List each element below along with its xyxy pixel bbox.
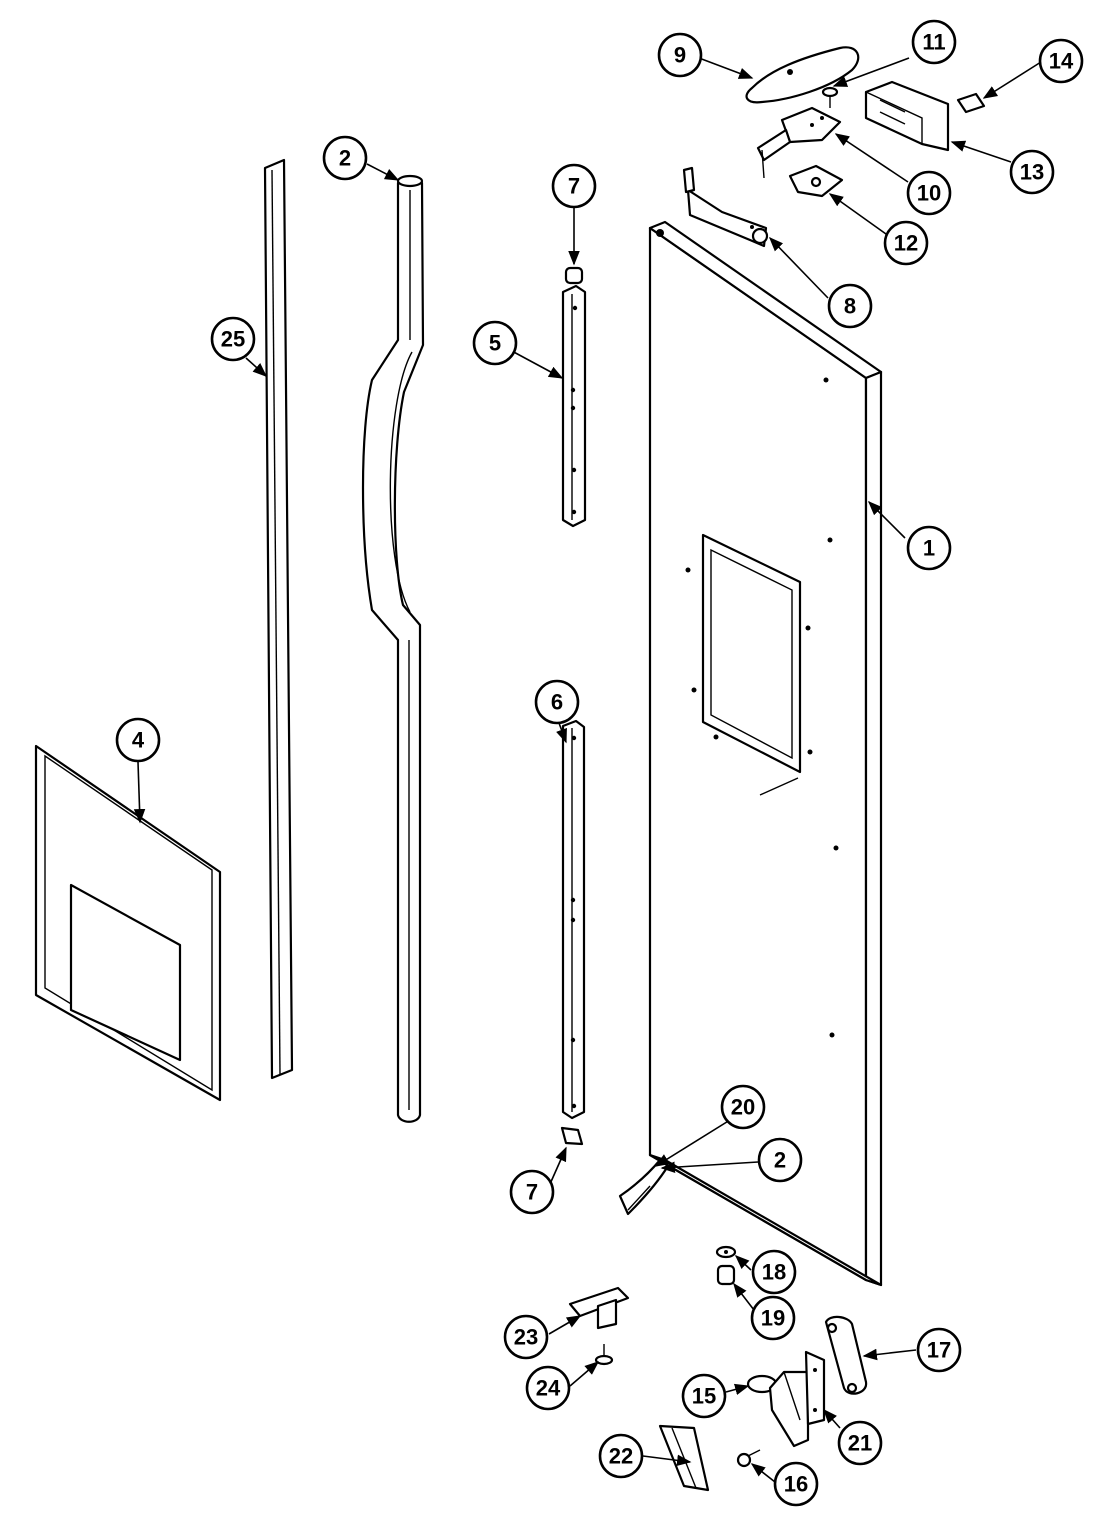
- hinge-block-part: [864, 80, 950, 152]
- upper-trim-channel-part: [561, 284, 587, 528]
- callout-7-top: 7: [551, 163, 597, 209]
- callout-9: 9: [657, 32, 703, 78]
- callout-12: 12: [883, 220, 929, 266]
- svg-text:17: 17: [927, 1338, 951, 1363]
- svg-text:20: 20: [731, 1095, 755, 1120]
- svg-text:18: 18: [762, 1260, 786, 1285]
- bracket-part: [568, 1286, 630, 1330]
- callout-7-bottom: 7: [509, 1169, 555, 1215]
- callout-11: 11: [911, 19, 957, 65]
- wire-harness-part: [618, 1158, 670, 1216]
- trim-strip-part: [263, 158, 294, 1080]
- callout-25: 25: [210, 316, 256, 362]
- callout-2-bottom: 2: [757, 1137, 803, 1183]
- callout-13: 13: [1009, 149, 1055, 195]
- dispenser-panel-part: [34, 744, 222, 1102]
- svg-text:1: 1: [923, 536, 935, 561]
- callout-22: 22: [598, 1433, 644, 1479]
- svg-text:11: 11: [922, 30, 945, 55]
- callout-18: 18: [751, 1249, 797, 1295]
- callout-15: 15: [681, 1373, 727, 1419]
- end-cap-top-part: [564, 266, 584, 285]
- bracket-screw-part: [594, 1344, 614, 1366]
- top-hinge-part: [682, 166, 769, 248]
- callout-21: 21: [837, 1420, 883, 1466]
- callout-17: 17: [916, 1327, 962, 1373]
- hinge-pin-part: [736, 1449, 761, 1468]
- svg-text:13: 13: [1020, 160, 1044, 185]
- callout-2-top: 2: [322, 135, 368, 181]
- end-cap-bottom-part: [560, 1126, 584, 1146]
- callout-24: 24: [525, 1365, 571, 1411]
- svg-text:22: 22: [609, 1444, 633, 1469]
- svg-text:16: 16: [784, 1472, 808, 1497]
- svg-text:19: 19: [761, 1306, 785, 1331]
- callout-16: 16: [773, 1461, 819, 1507]
- leader-lines: [133, 57, 1042, 1483]
- small-cap-part: [956, 92, 986, 114]
- svg-text:10: 10: [917, 181, 941, 206]
- bushing-part: [715, 1245, 737, 1259]
- callout-6: 6: [534, 679, 580, 725]
- cam-part: [716, 1264, 736, 1286]
- hinge-cover-part: [745, 46, 860, 104]
- svg-text:21: 21: [848, 1431, 872, 1456]
- door-panel-part: [648, 220, 883, 1287]
- screw-part: [821, 86, 839, 108]
- bottom-hinge-part: [746, 1370, 810, 1448]
- svg-text:4: 4: [132, 728, 145, 753]
- lower-trim-channel-part: [561, 719, 586, 1120]
- callout-20: 20: [720, 1084, 766, 1130]
- callout-1: 1: [906, 525, 952, 571]
- callout-5: 5: [472, 320, 518, 366]
- callout-19: 19: [750, 1295, 796, 1341]
- svg-text:5: 5: [489, 331, 501, 356]
- svg-text:25: 25: [221, 327, 245, 352]
- svg-text:6: 6: [551, 690, 563, 715]
- shield-part: [658, 1424, 710, 1492]
- door-handle-part: [361, 174, 425, 1123]
- callout-23: 23: [503, 1314, 549, 1360]
- callout-10: 10: [906, 170, 952, 216]
- svg-text:2: 2: [774, 1148, 786, 1173]
- svg-text:24: 24: [536, 1376, 561, 1401]
- svg-text:8: 8: [844, 294, 856, 319]
- svg-text:7: 7: [568, 174, 580, 199]
- svg-text:14: 14: [1049, 49, 1074, 74]
- svg-text:2: 2: [339, 146, 351, 171]
- callout-4: 4: [115, 717, 161, 763]
- svg-text:23: 23: [514, 1325, 538, 1350]
- svg-text:12: 12: [894, 231, 918, 256]
- callout-8: 8: [827, 283, 873, 329]
- svg-text:7: 7: [526, 1180, 538, 1205]
- hinge-link-part: [824, 1315, 868, 1395]
- svg-text:15: 15: [692, 1384, 716, 1409]
- lower-hinge-plate-part: [804, 1350, 826, 1426]
- svg-text:9: 9: [674, 43, 686, 68]
- shim-part: [788, 164, 844, 198]
- hinge-plate-part: [756, 106, 842, 179]
- callout-14: 14: [1038, 38, 1084, 84]
